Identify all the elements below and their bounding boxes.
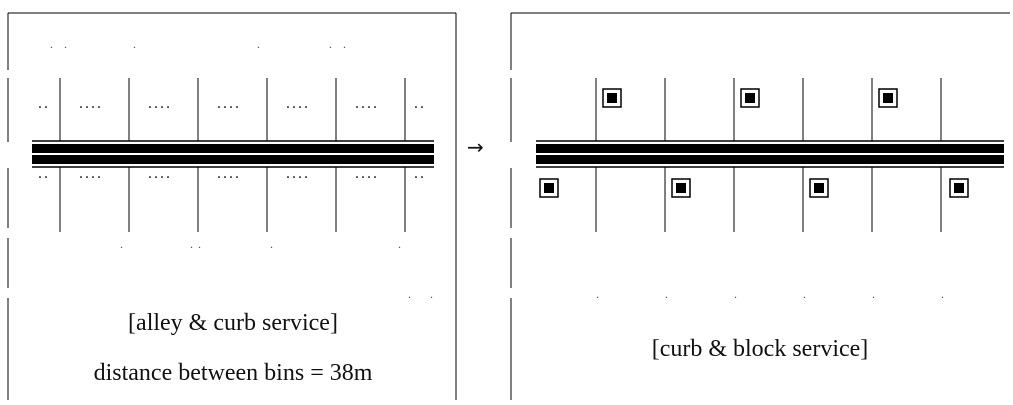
bin-icon	[602, 88, 622, 108]
lot-mark: ....	[355, 165, 379, 182]
scatter-mark: .	[50, 37, 53, 51]
scatter-mark: .	[270, 237, 273, 251]
lot-mark: ....	[217, 95, 241, 112]
scatter-mark: .	[803, 287, 806, 301]
left-caption-distance: distance between bins = 38m	[94, 360, 373, 386]
bin-icon	[949, 178, 969, 198]
scatter-mark: .	[596, 287, 599, 301]
scatter-mark: .	[408, 287, 411, 301]
scatter-mark: .	[190, 237, 193, 251]
scatter-mark: .	[665, 287, 668, 301]
scatter-mark: .	[398, 237, 401, 251]
scatter-mark: .	[329, 37, 332, 51]
bin-icon	[539, 178, 559, 198]
lot-mark: ....	[355, 95, 379, 112]
right-panel: . . . . . . [curb & block service]	[510, 12, 1010, 400]
scatter-mark: .	[64, 37, 67, 51]
transition-arrow: →	[467, 135, 484, 159]
lot-mark: ....	[217, 165, 241, 182]
scatter-mark: .	[343, 37, 346, 51]
bin-icon	[809, 178, 829, 198]
lot-mark: ....	[286, 165, 310, 182]
right-caption-service: [curb & block service]	[652, 336, 869, 362]
lot-mark: ....	[148, 95, 172, 112]
bin-icon	[878, 88, 898, 108]
bin-icon	[671, 178, 691, 198]
scatter-mark: .	[198, 237, 201, 251]
scatter-mark: .	[257, 37, 260, 51]
lot-mark: ....	[79, 95, 103, 112]
scatter-mark: .	[133, 37, 136, 51]
scatter-mark: .	[941, 287, 944, 301]
left-caption-service: [alley & curb service]	[128, 310, 338, 336]
scatter-mark: .	[120, 237, 123, 251]
scatter-mark: .	[430, 287, 433, 301]
lot-mark: ..	[38, 95, 50, 112]
left-panel: . . . . . . .. .... .... .... .... .... …	[7, 12, 457, 400]
scatter-mark: .	[734, 287, 737, 301]
scatter-mark: .	[872, 287, 875, 301]
lot-mark: ..	[414, 165, 426, 182]
lot-mark: ..	[38, 165, 50, 182]
lot-mark: ..	[414, 95, 426, 112]
bin-icon	[740, 88, 760, 108]
lot-mark: ....	[148, 165, 172, 182]
lot-mark: ....	[79, 165, 103, 182]
lot-mark: ....	[286, 95, 310, 112]
